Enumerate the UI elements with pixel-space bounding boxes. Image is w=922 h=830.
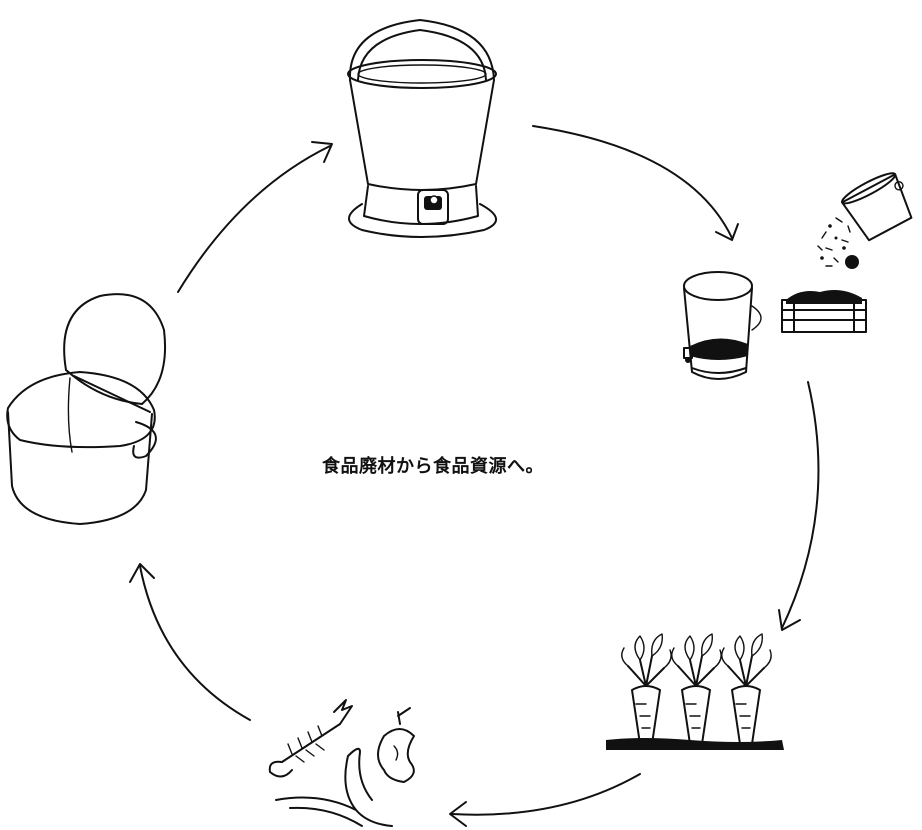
- arrow-bin-to-compost: [532, 125, 739, 241]
- carrot-1: [621, 633, 672, 745]
- falling-scraps: [817, 217, 859, 269]
- fish-bone: [268, 699, 353, 778]
- compost-bin-icon: [347, 19, 497, 238]
- food-scraps-icon: [268, 699, 415, 827]
- carrot-2: [671, 633, 722, 745]
- open-lid-bin-icon: [6, 293, 167, 525]
- banana-peel: [275, 747, 393, 827]
- arrow-compost-to-carrots: [778, 381, 820, 631]
- arrow-scraps-to-openbin: [129, 563, 251, 721]
- carrot-3: [721, 633, 772, 745]
- arrow-carrots-to-scraps: [449, 773, 641, 827]
- carrots-icon: [606, 633, 784, 750]
- arrow-openbin-to-bin: [177, 141, 333, 293]
- apple-core: [377, 707, 415, 783]
- bucket-and-soil-icon: [683, 172, 913, 380]
- cycle-caption: 食品廃材から食品資源へ。: [322, 456, 544, 477]
